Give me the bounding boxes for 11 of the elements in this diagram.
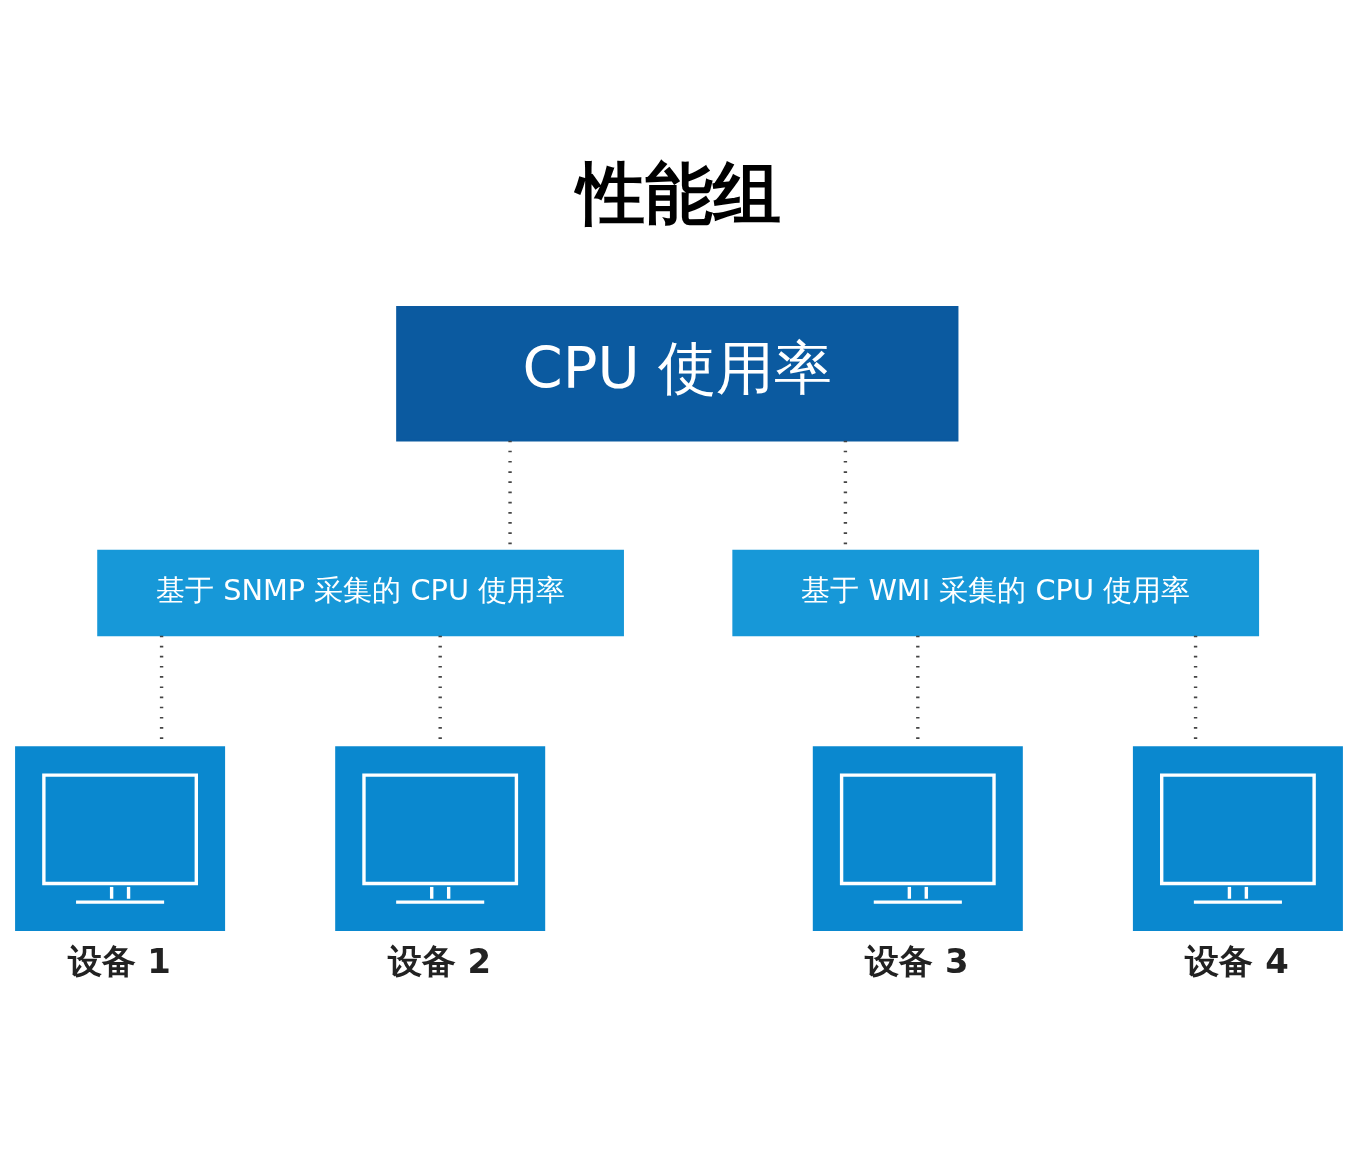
node-box (812, 745, 1023, 931)
node-box: 基于 WMI 采集的 CPU 使用率 (732, 549, 1260, 636)
node-box: 基于 SNMP 采集的 CPU 使用率 (97, 549, 624, 636)
node-box: CPU 使用率 (396, 305, 959, 441)
node-box (15, 745, 226, 931)
node-label: 设备 1 (67, 941, 171, 981)
node-box (1132, 745, 1343, 931)
node-label: 设备 2 (387, 941, 492, 981)
node-box (335, 745, 546, 931)
node-label: 设备 3 (865, 941, 969, 981)
node-label: 设备 4 (1185, 941, 1289, 981)
